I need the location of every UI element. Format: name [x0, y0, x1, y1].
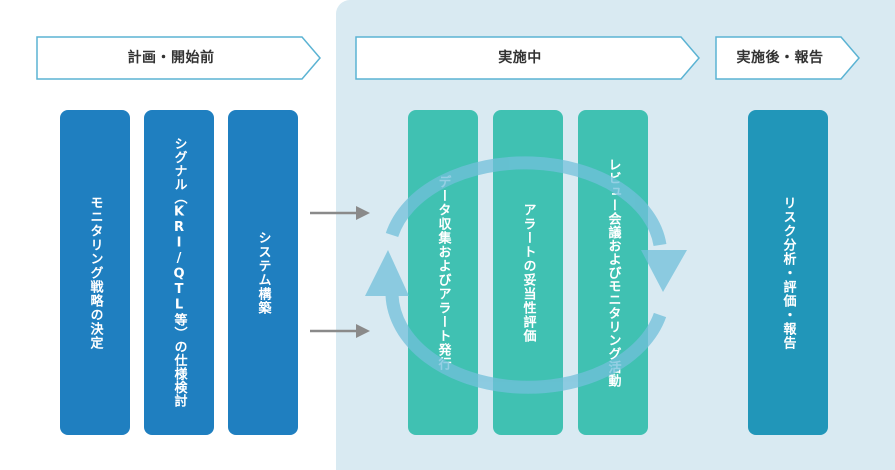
- step-review: レビュー会議およびモニタリング活動: [578, 110, 648, 435]
- step-signals-label: シグナル（KRI/QTL等）の仕様検討: [171, 137, 187, 408]
- step-system: システム構築: [228, 110, 298, 435]
- step-strategy-label: モニタリング戦略の決定: [87, 195, 103, 350]
- chevron-shape-icon: [36, 36, 321, 80]
- phase-label-during: 実施中: [498, 50, 542, 66]
- step-system-label: システム構築: [255, 230, 271, 315]
- phase-label-after: 実施後・報告: [736, 50, 824, 66]
- phase-header-before: 計画・開始前: [36, 36, 322, 80]
- step-review-label: レビュー会議およびモニタリング活動: [605, 157, 621, 388]
- step-validation-label: アラートの妥当性評価: [520, 202, 536, 343]
- step-collection-label: データ収集およびアラート発行: [435, 174, 451, 371]
- chevron-shape-icon: [715, 36, 860, 80]
- step-analysis-label: リスク分析・評価・報告: [780, 195, 796, 350]
- phase-header-during: 実施中: [355, 36, 701, 80]
- phase-header-after: 実施後・報告: [715, 36, 861, 80]
- step-signals: シグナル（KRI/QTL等）の仕様検討: [144, 110, 214, 435]
- step-analysis: リスク分析・評価・報告: [748, 110, 828, 435]
- step-validation: アラートの妥当性評価: [493, 110, 563, 435]
- chevron-shape-icon: [355, 36, 700, 80]
- phase-label-before: 計画・開始前: [127, 50, 215, 66]
- step-strategy: モニタリング戦略の決定: [60, 110, 130, 435]
- step-collection: データ収集およびアラート発行: [408, 110, 478, 435]
